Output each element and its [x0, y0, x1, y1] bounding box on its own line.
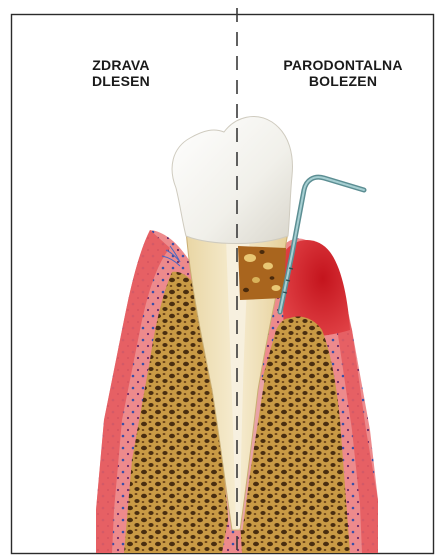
tooth-crown [172, 117, 292, 244]
label-disease-line2: BOLEZEN [268, 73, 418, 89]
tartar-deposit [238, 246, 286, 300]
label-healthy-line2: DLESEN [66, 73, 176, 89]
label-periodontal-disease: PARODONTALNA BOLEZEN [268, 57, 418, 89]
label-disease-line1: PARODONTALNA [268, 57, 418, 73]
label-healthy-gum: ZDRAVA DLESEN [66, 57, 176, 89]
label-healthy-line1: ZDRAVA [66, 57, 176, 73]
